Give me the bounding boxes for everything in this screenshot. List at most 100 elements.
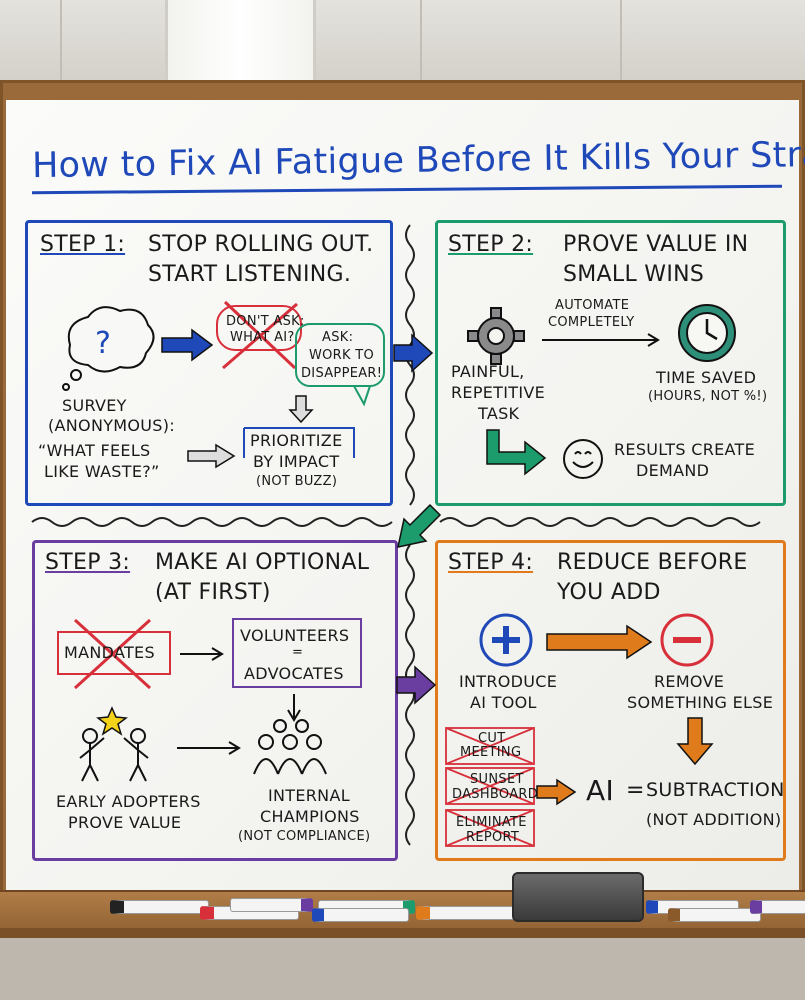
automate-2: COMPLETELY <box>548 315 635 330</box>
orange-marker[interactable] <box>416 906 515 920</box>
divider-wave <box>405 224 415 506</box>
minus-circle-icon <box>660 613 714 667</box>
purple-marker[interactable] <box>750 900 805 914</box>
crossed-items <box>445 727 535 847</box>
purple-arrow-icon <box>396 665 437 705</box>
orange-down-arrow-icon <box>676 717 714 766</box>
volunteers-label: VOLUNTEERS <box>240 626 350 645</box>
automate-arrow <box>542 333 660 347</box>
not-addition-label: (NOT ADDITION) <box>646 810 782 829</box>
black-marker[interactable] <box>110 900 209 914</box>
down-arrow-icon <box>288 395 314 424</box>
internal-2: CHAMPIONS <box>260 807 360 826</box>
down-arrow-icon <box>287 694 301 722</box>
cut-1: CUT <box>478 731 506 746</box>
prioritize-box <box>243 427 355 458</box>
equals-sign: = <box>292 645 304 660</box>
divider-wave <box>31 517 393 527</box>
prioritize-1: PRIORITIZE <box>250 431 343 450</box>
step2-number: STEP 2: <box>448 232 534 257</box>
dont-ask-2: WHAT AI? <box>230 330 295 345</box>
brown-marker[interactable] <box>668 908 761 922</box>
right-arrow-icon <box>180 647 224 661</box>
ceiling-grid <box>60 0 62 90</box>
cut-2: MEETING <box>460 745 522 760</box>
step4-panel <box>435 540 786 861</box>
step3-heading-2: (AT FIRST) <box>155 580 271 605</box>
time-saved: TIME SAVED <box>656 368 757 387</box>
step4-label: STEP 4: <box>448 550 533 575</box>
ceiling-light <box>165 0 316 80</box>
ceiling <box>0 0 805 90</box>
divider-wave <box>405 544 415 846</box>
step1-heading-2: START LISTENING. <box>148 262 352 287</box>
ask-1: ASK: <box>322 330 354 345</box>
results-1: RESULTS CREATE <box>614 440 756 459</box>
step1-number: STEP 1: <box>40 232 126 257</box>
right-arrow-icon <box>177 741 241 755</box>
whiteboard-eraser[interactable] <box>512 872 644 922</box>
ceiling-grid <box>620 0 622 90</box>
introduce-1: INTRODUCE <box>459 672 558 691</box>
purple-marker[interactable] <box>230 898 313 912</box>
volunteers-box <box>232 618 362 688</box>
green-arrow-icon <box>397 503 442 548</box>
quote-1: “WHAT FEELS <box>38 441 151 460</box>
dont-ask-1: DON'T ASK: <box>226 314 305 329</box>
introduce-2: AI TOOL <box>470 693 537 712</box>
task-1: PAINFUL, <box>451 362 525 381</box>
equals-sign: = <box>626 778 645 803</box>
question-bubble-icon: ? <box>62 306 155 391</box>
step2-label: STEP 2: <box>448 232 533 257</box>
mandates-label: MANDATES <box>64 643 155 662</box>
ask-2: WORK TO <box>309 348 375 363</box>
mandates-box <box>57 618 171 690</box>
anonymous-label: (ANONYMOUS): <box>48 416 175 435</box>
eliminate-1: ELIMINATE <box>456 815 527 830</box>
blue-arrow-icon <box>393 333 434 373</box>
star-icon <box>96 706 128 736</box>
plus-circle-icon <box>479 613 533 667</box>
step2-panel <box>435 220 786 506</box>
sunset-2: DASHBOARD <box>452 787 539 802</box>
divider-wave <box>439 517 761 527</box>
ask-bubble <box>295 323 385 407</box>
eliminate-2: REPORT <box>466 830 520 845</box>
step1-heading-1: STOP ROLLING OUT. <box>148 232 374 257</box>
survey-label: SURVEY <box>62 396 127 415</box>
step3-number: STEP 3: <box>45 550 131 575</box>
gray-arrow-icon <box>187 443 236 469</box>
step4-heading-1: REDUCE BEFORE <box>557 550 748 575</box>
people-icon <box>253 719 327 775</box>
early-adopters-1: EARLY ADOPTERS <box>56 792 201 811</box>
quote-2: LIKE WASTE?” <box>44 462 160 481</box>
ceiling-grid <box>420 0 422 90</box>
remove-1: REMOVE <box>654 672 725 691</box>
step3-label: STEP 3: <box>45 550 130 575</box>
ai-label: AI <box>586 774 615 807</box>
remove-2: SOMETHING ELSE <box>627 693 774 712</box>
hours-note: (HOURS, NOT %!) <box>648 389 768 404</box>
sunset-1: SUNSET <box>470 772 524 787</box>
results-2: DEMAND <box>636 461 710 480</box>
internal-3: (NOT COMPLIANCE) <box>238 829 371 844</box>
orange-arrow-icon <box>546 624 653 660</box>
early-adopters-figures <box>79 706 149 782</box>
early-adopters-2: PROVE VALUE <box>68 813 182 832</box>
internal-1: INTERNAL <box>268 786 350 805</box>
smiley-icon <box>563 439 603 479</box>
orange-arrow-icon <box>536 778 577 806</box>
step1-label: STEP 1: <box>40 232 125 257</box>
step2-heading-1: PROVE VALUE IN <box>563 232 749 257</box>
green-bent-arrow-icon <box>486 429 547 476</box>
step4-number: STEP 4: <box>448 550 534 575</box>
ask-3: DISAPPEAR! <box>301 366 383 381</box>
prioritize-3: (NOT BUZZ) <box>256 474 338 489</box>
step3-heading-1: MAKE AI OPTIONAL <box>155 550 370 575</box>
blue-marker[interactable] <box>312 908 409 922</box>
gear-icon <box>467 307 525 365</box>
step3-panel <box>32 540 398 861</box>
task-2: REPETITIVE <box>451 383 546 402</box>
